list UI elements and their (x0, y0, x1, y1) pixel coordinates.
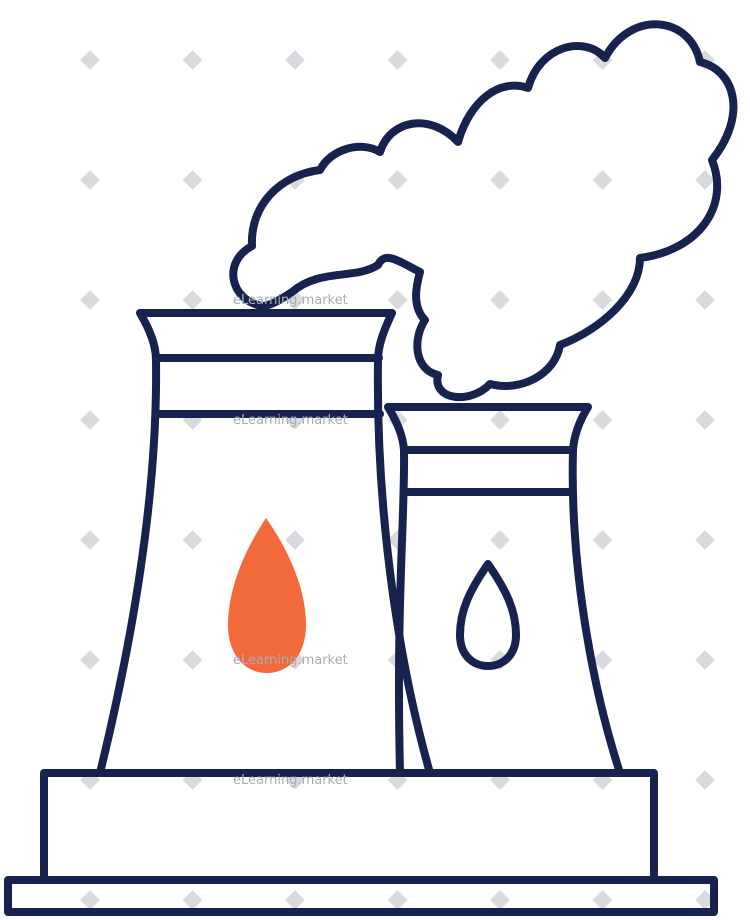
watermark-diamond (387, 890, 408, 910)
watermark-diamond (387, 290, 408, 310)
watermark-diamond (695, 290, 715, 310)
watermark-diamond (182, 530, 203, 550)
watermark-diamond (490, 290, 510, 310)
watermark-diamond (285, 890, 305, 910)
watermark-diamond (182, 650, 203, 670)
watermark-diamond (592, 290, 613, 310)
watermark-diamond (490, 890, 510, 910)
base-plate (4, 876, 718, 916)
watermark-diamond (80, 50, 100, 70)
small-water-drop-icon (456, 560, 520, 670)
watermark-diamond (490, 170, 510, 190)
watermark-diamond (387, 50, 408, 70)
watermark-text-layer: eLearning.market eLearning.market eLearn… (233, 293, 348, 788)
watermark-diamond (182, 170, 203, 190)
watermark-diamond (695, 530, 715, 550)
watermark-diamond (80, 890, 100, 910)
watermark-diamond (80, 290, 100, 310)
watermark-diamond (592, 890, 613, 910)
watermark-pattern (80, 50, 715, 910)
watermark-diamond (490, 410, 510, 430)
smoke-cloud (229, 20, 738, 402)
watermark-diamond (80, 650, 100, 670)
watermark-diamond (285, 530, 305, 550)
watermark-diamond (182, 50, 203, 70)
watermark-diamond (695, 890, 715, 910)
small-tower-outline (384, 403, 624, 777)
watermark-diamond (592, 530, 613, 550)
watermark-diamond (490, 530, 510, 550)
watermark-text: eLearning.market (233, 653, 348, 668)
watermark-diamond (695, 650, 715, 670)
artwork (4, 20, 738, 916)
watermark-diamond (80, 530, 100, 550)
watermark-diamond (695, 410, 715, 430)
watermark-diamond (387, 170, 408, 190)
tower-base (40, 769, 658, 884)
watermark-diamond (182, 290, 203, 310)
watermark-text: eLearning.market (233, 293, 348, 308)
watermark-text: eLearning.market (233, 413, 348, 428)
watermark-diamond (490, 50, 510, 70)
watermark-diamond (695, 770, 715, 790)
watermark-diamond (592, 410, 613, 430)
watermark-diamond (182, 890, 203, 910)
watermark-text: eLearning.market (233, 773, 348, 788)
orange-water-drop-icon (228, 518, 306, 673)
watermark-diamond (592, 650, 613, 670)
watermark-diamond (285, 50, 305, 70)
watermark-diamond (592, 170, 613, 190)
large-tower-outline (96, 309, 434, 777)
watermark-diamond (80, 170, 100, 190)
watermark-diamond (80, 410, 100, 430)
